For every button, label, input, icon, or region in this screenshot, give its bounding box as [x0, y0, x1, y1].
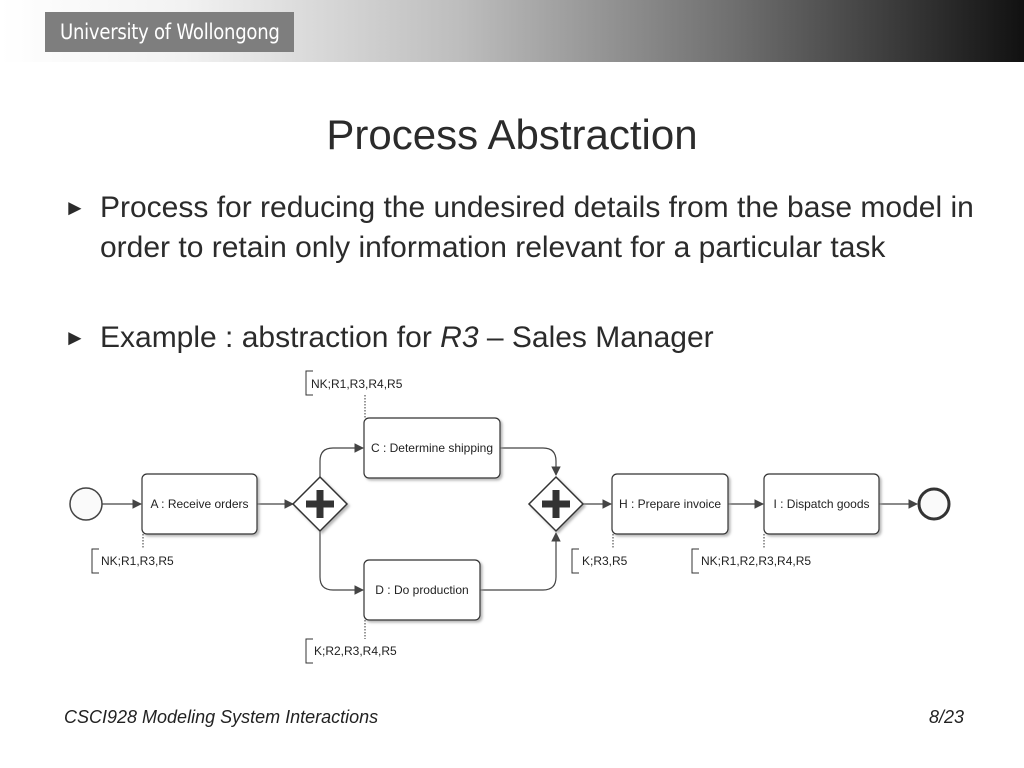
brand-text: University of Wollongong [60, 20, 280, 44]
task-a-label: A : Receive orders [150, 497, 248, 511]
bullet-text-prefix: Example : abstraction for [100, 321, 441, 354]
parallel-gateway-icon [527, 475, 585, 533]
parallel-gateway-icon [291, 475, 349, 533]
slide-title: Process Abstraction [326, 111, 698, 158]
flow-split-to-d [319, 531, 364, 595]
flow-d-to-join [480, 532, 561, 591]
start-event-icon [69, 487, 103, 521]
header-bar: University of Wollongong [0, 0, 1024, 62]
annotation-a: NK;R1,R3,R5 [91, 534, 174, 574]
annotation-h-label: K;R3,R5 [582, 554, 628, 568]
flow-c-to-join [500, 447, 561, 476]
bullet-item: ► Example : abstraction for R3 – Sales M… [64, 318, 974, 360]
bullet-text: Process for reducing the undesired detai… [100, 191, 974, 264]
annotation-i-label: NK;R1,R2,R3,R4,R5 [701, 554, 811, 568]
annotation-a-label: NK;R1,R3,R5 [101, 554, 174, 568]
task-c-label: C : Determine shipping [371, 441, 493, 455]
bullet-text-suffix: – Sales Manager [478, 321, 714, 354]
footer-course: CSCI928 Modeling System Interactions [64, 707, 379, 727]
bullet-marker-icon: ► [64, 195, 86, 220]
task-d: D : Do production [363, 559, 481, 621]
bullet-text-role: R3 [440, 321, 479, 354]
flow-split-to-c [319, 443, 364, 477]
annotation-h: K;R3,R5 [571, 534, 628, 574]
task-h: H : Prepare invoice [611, 473, 729, 535]
task-d-label: D : Do production [375, 583, 468, 597]
university-logo: University of Wollongong [45, 12, 294, 52]
annotation-d: K;R2,R3,R4,R5 [305, 620, 397, 664]
bpmn-process-diagram: A : Receive orders C : Determine shippin… [69, 370, 951, 664]
task-i-label: I : Dispatch goods [773, 497, 869, 511]
annotation-c-label: NK;R1,R3,R4,R5 [311, 377, 403, 391]
bullet-text: Example : abstraction for R3 – Sales Man… [100, 318, 980, 358]
sequence-flows [102, 443, 918, 595]
bullet-item: ► Process for reducing the undesired det… [64, 188, 974, 310]
annotation-d-label: K;R2,R3,R4,R5 [314, 644, 397, 658]
annotation-i: NK;R1,R2,R3,R4,R5 [691, 534, 811, 574]
task-h-label: H : Prepare invoice [619, 497, 721, 511]
task-i: I : Dispatch goods [763, 473, 880, 535]
footer-page-number: 8/23 [928, 707, 964, 727]
task-a: A : Receive orders [141, 473, 258, 535]
bullet-marker-icon: ► [64, 325, 86, 350]
annotation-c: NK;R1,R3,R4,R5 [305, 370, 403, 418]
task-c: C : Determine shipping [363, 417, 501, 479]
end-event-icon [917, 487, 951, 521]
